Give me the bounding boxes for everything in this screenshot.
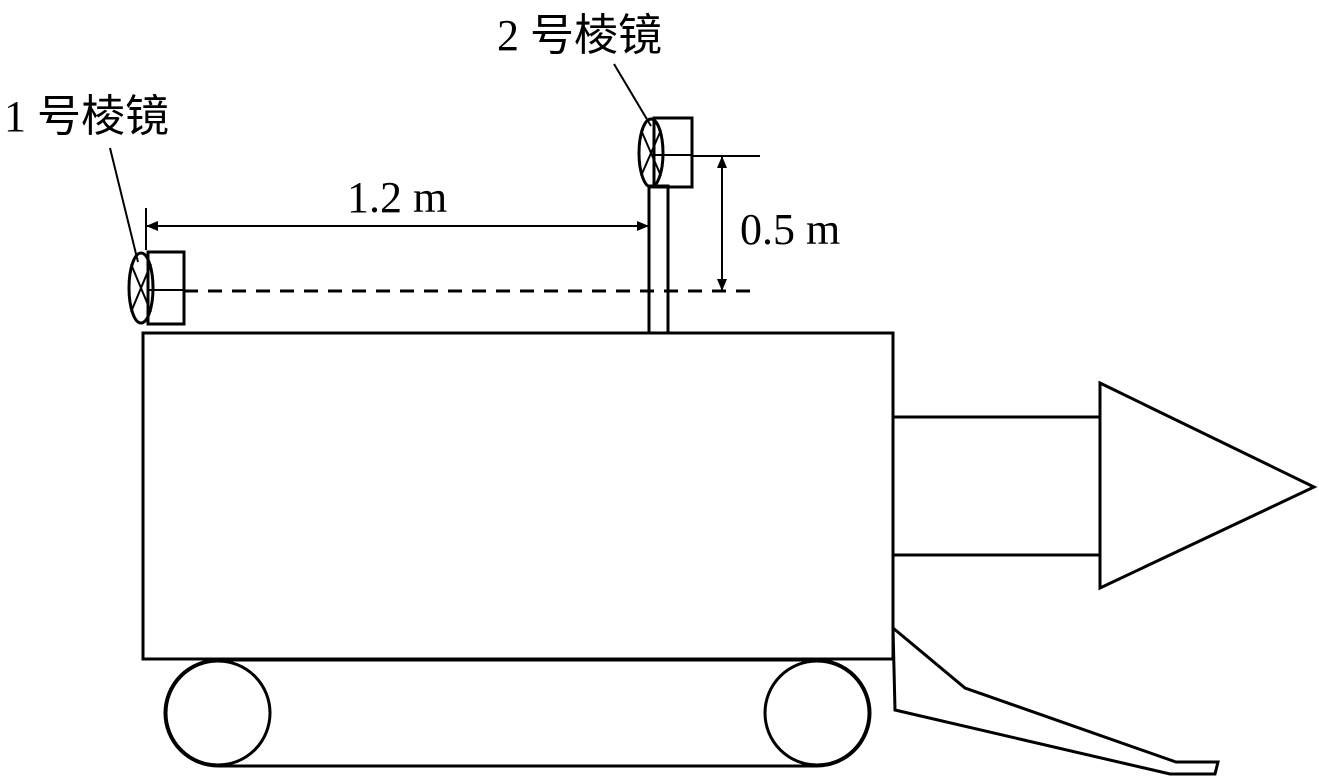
prism-1-leader — [109, 147, 139, 263]
prism-2-leader — [613, 63, 652, 127]
prism-2-label: 2 号棱镜 — [497, 11, 662, 60]
cutting-head — [1098, 380, 1318, 591]
rear-wheel — [164, 659, 272, 767]
vertical-distance-label: 0.5 m — [740, 205, 840, 254]
prism-1 — [127, 250, 186, 326]
prism-1-label: 1 号棱镜 — [4, 92, 169, 141]
machine-body — [141, 331, 895, 661]
prism-2-mast — [647, 184, 670, 335]
boom-arm — [893, 415, 1100, 557]
horizontal-distance-label: 1.2 m — [347, 173, 447, 222]
prism-2 — [637, 116, 694, 189]
loader-plate — [891, 624, 1220, 776]
front-wheel — [763, 659, 871, 767]
